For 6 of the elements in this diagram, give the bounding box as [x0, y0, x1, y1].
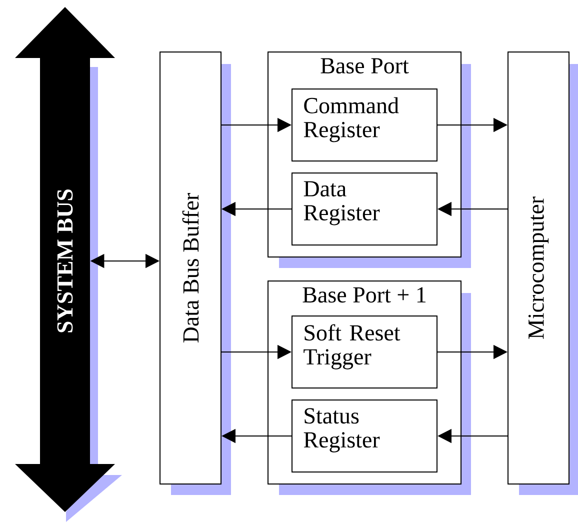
block-box: Data Bus Buffer — [160, 52, 231, 495]
block-box: Microcomputer — [508, 52, 578, 495]
register-box: Command Register — [292, 88, 438, 162]
register-box: Status Register — [292, 400, 438, 472]
register-box: Data Register — [292, 172, 438, 246]
register-box: Soft Reset Trigger — [292, 316, 438, 388]
